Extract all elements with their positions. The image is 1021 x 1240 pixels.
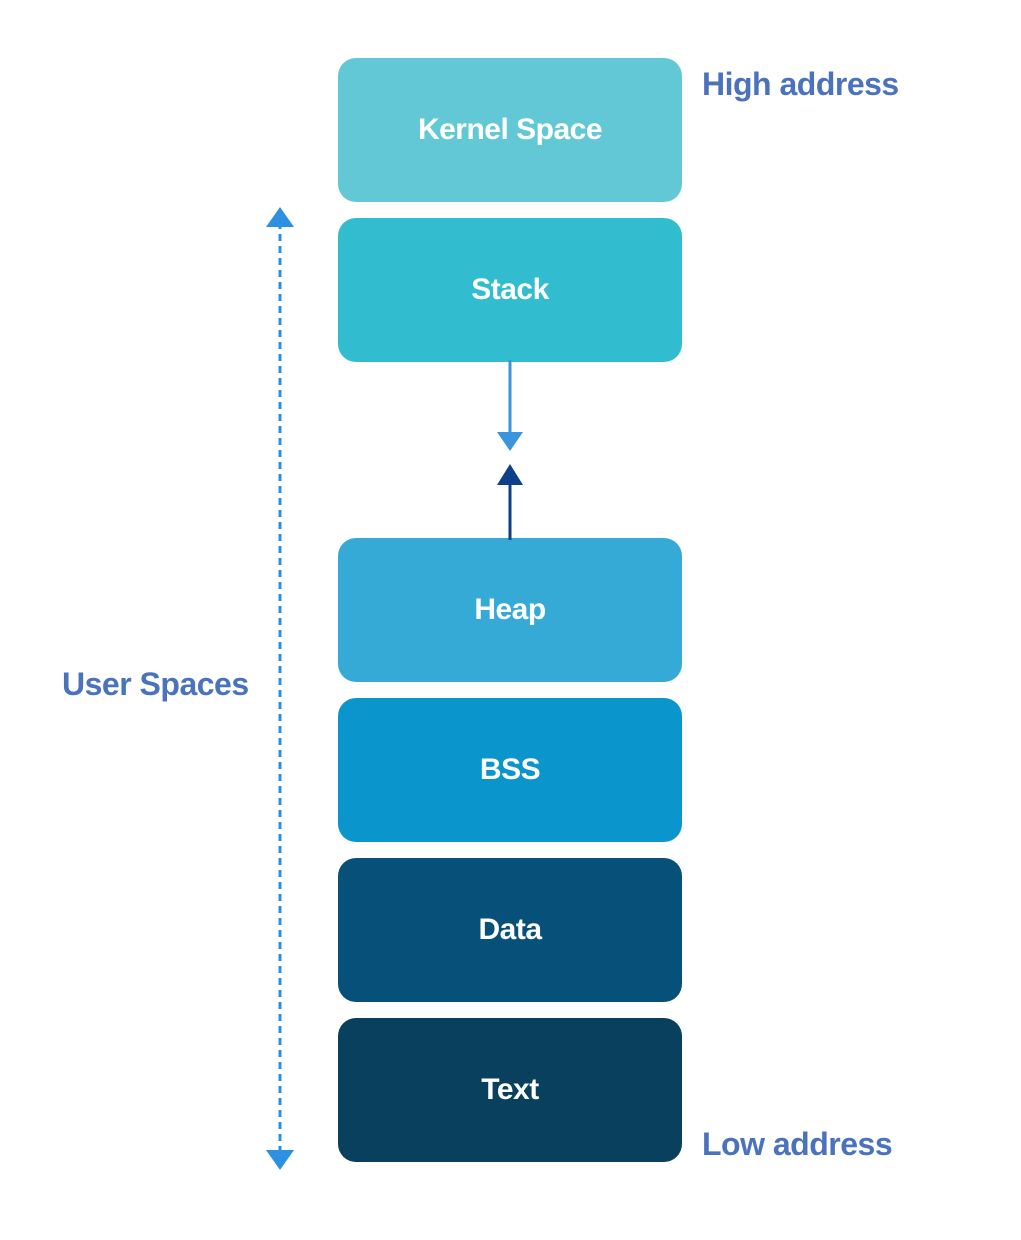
heap-segment: Heap [338,538,682,682]
stack-segment: Stack [338,218,682,362]
bss-segment: BSS [338,698,682,842]
high-address-label: High address [702,66,899,102]
user-spaces-label: User Spaces [62,666,249,702]
text-segment: Text [338,1018,682,1162]
data-segment: Data [338,858,682,1002]
stack-arrowhead-down-icon [497,432,523,451]
heap-growth-arrow [497,464,523,540]
stack-growth-arrow [497,360,523,451]
user-space-range-arrow [266,207,294,1170]
range-arrowhead-down-icon [266,1150,294,1170]
range-arrowhead-up-icon [266,207,294,227]
heap-arrowhead-up-icon [497,464,523,485]
low-address-label: Low address [702,1126,893,1162]
kernel-space-segment: Kernel Space [338,58,682,202]
